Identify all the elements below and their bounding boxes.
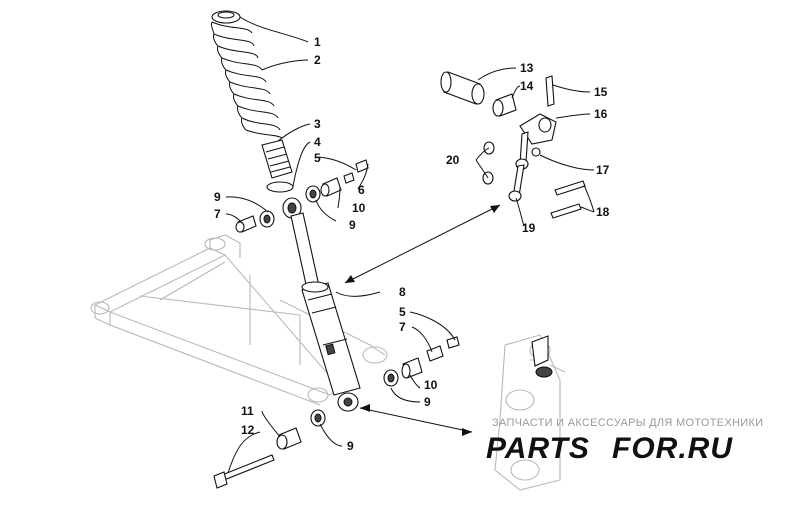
leader-lines [225, 16, 595, 474]
callout-5-lower: 5 [399, 305, 406, 319]
callout-11: 11 [241, 404, 254, 418]
callout-7-upper-left: 7 [214, 207, 221, 221]
callout-18: 18 [596, 205, 610, 219]
watermark-logo-left: PARTS [486, 432, 590, 465]
callout-numbers: 1 2 3 4 5 6 10 9 9 7 8 5 7 10 9 11 12 9 … [214, 35, 610, 453]
callout-4: 4 [314, 135, 321, 149]
callout-9-bottom: 9 [347, 439, 354, 453]
watermark-tagline: ЗАПЧАСТИ И АКСЕССУАРЫ ДЛЯ МОТОТЕХНИКИ [492, 417, 763, 429]
callout-12: 12 [241, 423, 255, 437]
sway-linkage [440, 71, 586, 219]
callout-17: 17 [596, 163, 610, 177]
callout-7-lower: 7 [399, 320, 406, 334]
callout-8: 8 [399, 285, 406, 299]
lower-hardware [213, 336, 460, 489]
callout-15: 15 [594, 85, 608, 99]
callout-10-lower: 10 [424, 378, 438, 392]
callout-10: 10 [352, 201, 366, 215]
upper-hardware [235, 159, 369, 233]
callout-9: 9 [349, 218, 356, 232]
a-arm-frame [90, 234, 388, 406]
callout-13: 13 [520, 61, 534, 75]
callout-1: 1 [314, 35, 321, 49]
callout-14: 14 [520, 79, 534, 93]
callout-9-upper-left: 9 [214, 190, 221, 204]
callout-5: 5 [314, 151, 321, 165]
watermark: ЗАПЧАСТИ И АКСЕССУАРЫ ДЛЯ МОТОТЕХНИКИ PA… [486, 417, 763, 465]
bump-stop [261, 139, 294, 193]
reference-arrows [344, 204, 501, 436]
callout-2: 2 [314, 53, 321, 67]
callout-20: 20 [446, 153, 460, 167]
callout-3: 3 [314, 117, 321, 131]
steering-knuckle [494, 334, 566, 491]
callout-9-lower: 9 [424, 395, 431, 409]
shock-absorber [282, 197, 361, 412]
callout-16: 16 [594, 107, 608, 121]
callout-6: 6 [358, 183, 365, 197]
callout-19: 19 [522, 221, 536, 235]
watermark-logo-right: FOR.RU [612, 432, 733, 465]
